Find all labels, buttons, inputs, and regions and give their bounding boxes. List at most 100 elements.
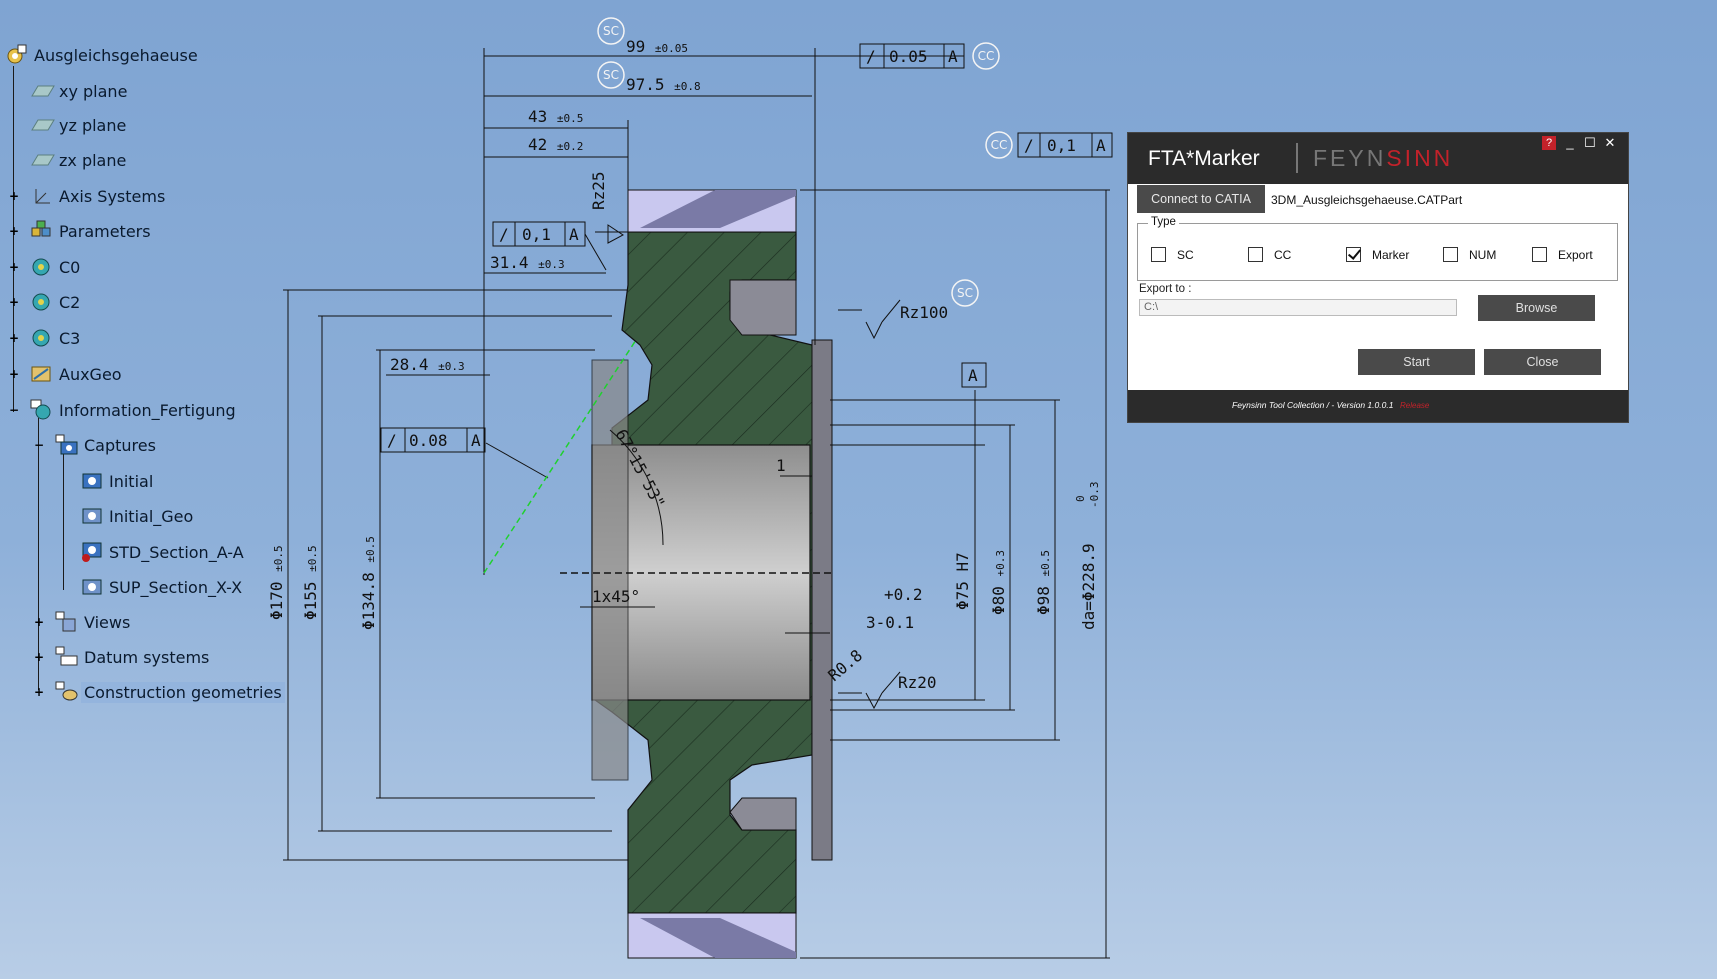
checkbox-box-checked[interactable]	[1346, 247, 1361, 262]
brand-part-b: SINN	[1386, 145, 1453, 171]
dim-3: 3-0.1	[866, 613, 914, 632]
dim-42: 42 ±0.2	[528, 135, 583, 154]
tree-node-datum-systems[interactable]: Datum systems	[55, 645, 212, 669]
tree-node-label: Captures	[81, 435, 159, 456]
browse-button[interactable]: Browse	[1478, 295, 1595, 321]
tree-node-c3[interactable]: C3	[30, 326, 83, 350]
expand-icon[interactable]: +	[9, 263, 18, 272]
body-icon	[30, 327, 52, 349]
checkbox-label: NUM	[1469, 248, 1496, 262]
checkbox-label: Marker	[1372, 248, 1409, 262]
export-path-input[interactable]: C:\	[1139, 299, 1457, 316]
checkbox-box[interactable]	[1151, 247, 1166, 262]
fcf2-val: 0,1	[1047, 136, 1076, 155]
dim-1: 1	[776, 456, 786, 475]
rough-rz20: Rz20	[898, 673, 937, 692]
tree-node-std-section[interactable]: STD_Section_A-A	[80, 540, 247, 564]
help-button[interactable]: ?	[1542, 136, 1556, 150]
tree-node-label: Parameters	[56, 221, 154, 242]
tree-node-label: xy plane	[56, 81, 130, 102]
specification-tree: Ausgleichsgehaeuse xy plane yz plane zx …	[0, 0, 300, 979]
checkbox-box[interactable]	[1532, 247, 1547, 262]
type-legend: Type	[1148, 216, 1179, 228]
plane-icon	[30, 80, 52, 102]
fcf1-sym: /	[866, 47, 876, 66]
checkbox-label: CC	[1274, 248, 1291, 262]
tree-node-label: Information_Fertigung	[56, 400, 239, 421]
badge-sc-3: SC	[957, 286, 973, 300]
tree-node-c2[interactable]: C2	[30, 290, 83, 314]
title-separator	[1296, 143, 1298, 173]
close-window-button[interactable]: ✕	[1602, 136, 1618, 150]
rough-rz100: Rz100	[900, 303, 948, 322]
annotation-set-icon	[30, 399, 52, 421]
plane-icon	[30, 114, 52, 136]
tree-node-c0[interactable]: C0	[30, 255, 83, 279]
fcf2-sym: /	[1024, 136, 1034, 155]
expand-icon[interactable]: +	[9, 227, 18, 236]
expand-icon[interactable]: +	[9, 298, 18, 307]
badge-sc-2: SC	[603, 68, 619, 82]
footer-tag: Release	[1400, 401, 1429, 410]
tree-node-yz-plane[interactable]: yz plane	[30, 113, 129, 137]
tree-node-parameters[interactable]: Parameters	[30, 219, 154, 243]
tree-node-label: Axis Systems	[56, 186, 168, 207]
tree-node-sup-section[interactable]: SUP_Section_X-X	[80, 575, 245, 599]
camera-icon	[55, 434, 77, 456]
checkbox-box[interactable]	[1248, 247, 1263, 262]
checkbox-box[interactable]	[1443, 247, 1458, 262]
tree-node-initial[interactable]: Initial	[80, 469, 156, 493]
expand-icon[interactable]: +	[9, 192, 18, 201]
checkbox-num[interactable]: NUM	[1443, 247, 1496, 262]
tree-node-axis-systems[interactable]: Axis Systems	[30, 184, 168, 208]
expand-icon[interactable]: +	[9, 334, 18, 343]
dim-75: Φ75 H7	[953, 552, 972, 610]
tree-node-initial-geo[interactable]: Initial_Geo	[80, 504, 196, 528]
start-button[interactable]: Start	[1358, 349, 1475, 375]
collapse-icon[interactable]: −	[34, 441, 43, 450]
tree-node-label: Datum systems	[81, 647, 212, 668]
tree-node-construction-geometries[interactable]: Construction geometries	[55, 680, 285, 704]
capture-active-icon	[80, 541, 102, 563]
fcf1-val: 0.05	[889, 47, 928, 66]
expand-icon[interactable]: +	[34, 618, 43, 627]
tree-node-information-fertigung[interactable]: Information_Fertigung	[30, 398, 239, 422]
dim-tol-plus: +0.2	[884, 585, 923, 604]
expand-icon[interactable]: +	[34, 653, 43, 662]
expand-icon[interactable]: +	[9, 370, 18, 379]
close-button[interactable]: Close	[1484, 349, 1601, 375]
tree-root-label: Ausgleichsgehaeuse	[31, 45, 201, 66]
footer-version: Feynsinn Tool Collection / - Version 1.0…	[1232, 400, 1393, 410]
tree-node-xy-plane[interactable]: xy plane	[30, 79, 130, 103]
dim-155: Φ155 ±0.5	[301, 545, 320, 620]
capture-icon	[80, 470, 102, 492]
dim-da-tol-up: 0	[1074, 495, 1087, 502]
maximize-button[interactable]: ☐	[1582, 136, 1598, 150]
fcf4-ref: A	[471, 431, 481, 450]
checkbox-cc[interactable]: CC	[1248, 247, 1291, 262]
tree-node-captures[interactable]: Captures	[55, 433, 159, 457]
badge-cc-2: CC	[991, 138, 1008, 152]
checkbox-sc[interactable]: SC	[1151, 247, 1194, 262]
export-label: Export to :	[1139, 283, 1191, 295]
capture-icon	[80, 576, 102, 598]
body-icon	[30, 256, 52, 278]
fcf4-val: 0.08	[409, 431, 448, 450]
collapse-icon[interactable]: −	[9, 406, 18, 415]
dim-97: 97.5 ±0.8	[626, 75, 701, 94]
tree-node-label: Initial	[106, 471, 156, 492]
tree-root[interactable]: Ausgleichsgehaeuse	[5, 43, 201, 67]
tree-node-auxgeo[interactable]: AuxGeo	[30, 362, 125, 386]
expand-icon[interactable]: +	[34, 688, 43, 697]
tree-node-views[interactable]: Views	[55, 610, 133, 634]
dim-134: Φ134.8 ±0.5	[359, 536, 378, 630]
datum-icon	[55, 646, 77, 668]
axis-icon	[30, 185, 52, 207]
minimize-button[interactable]: _	[1562, 136, 1578, 150]
checkbox-marker[interactable]: Marker	[1346, 247, 1409, 262]
tree-node-zx-plane[interactable]: zx plane	[30, 148, 129, 172]
dim-31: 31.4 ±0.3	[490, 253, 565, 272]
connect-catia-button[interactable]: Connect to CATIA	[1137, 185, 1265, 213]
fta-marker-dialog: FTA*Marker FEYNSINN ? _ ☐ ✕ Connect to C…	[1128, 133, 1628, 422]
checkbox-export[interactable]: Export	[1532, 247, 1593, 262]
